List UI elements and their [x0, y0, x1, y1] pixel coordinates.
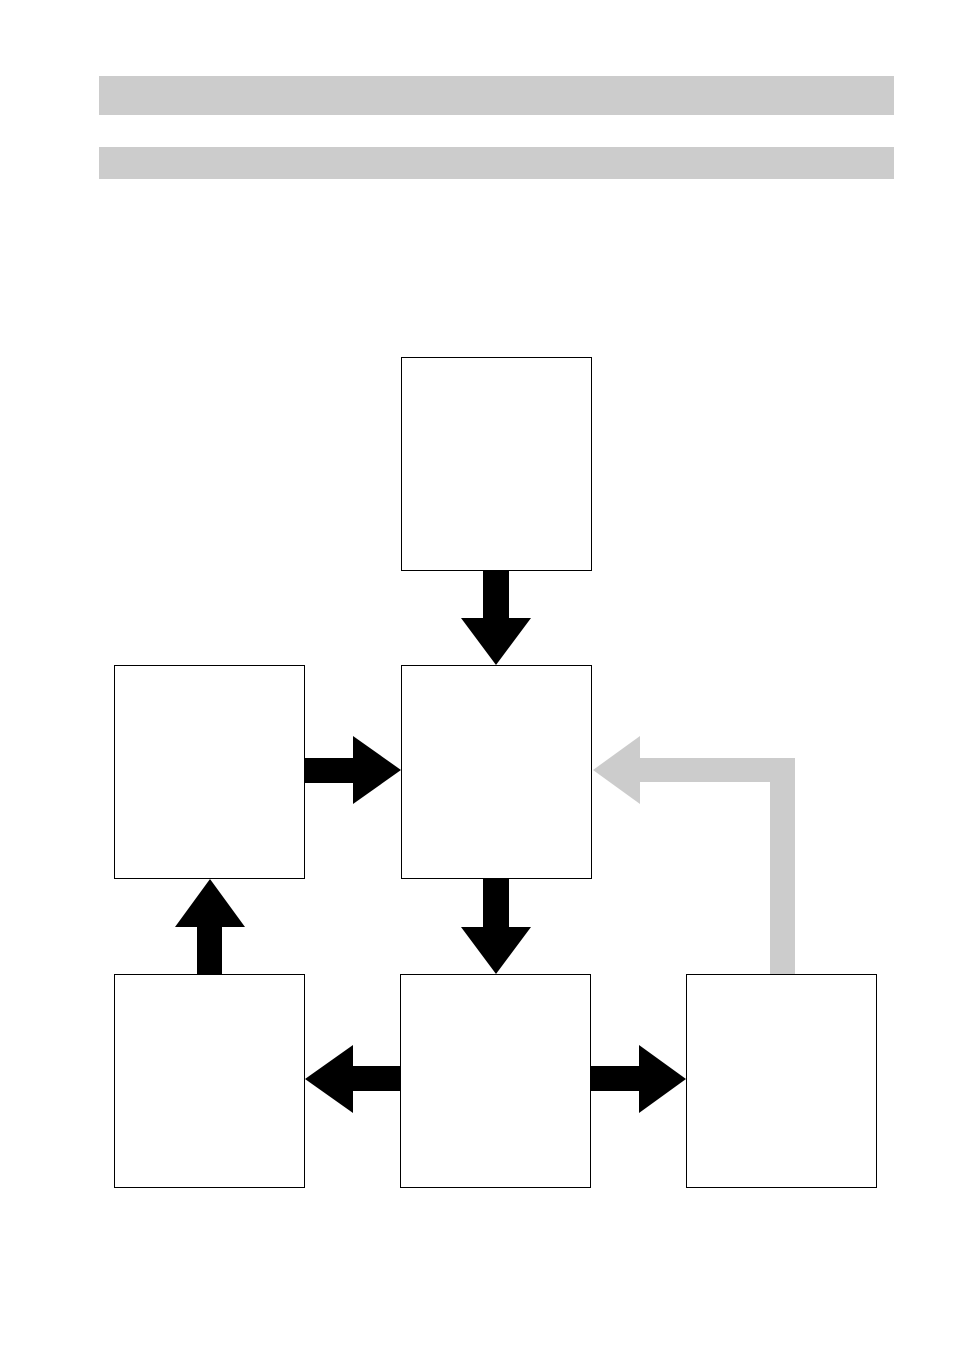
arrow-left-to-center	[305, 736, 401, 804]
arrow-top-to-center	[461, 571, 531, 665]
node-bottom-right	[686, 974, 877, 1188]
header-bar-primary	[99, 76, 894, 115]
node-top	[401, 357, 592, 571]
node-center	[401, 665, 592, 879]
arrow-bottom-right-to-center	[593, 736, 795, 974]
arrow-bottom-left-to-left	[175, 879, 245, 974]
arrow-bottom-center-to-bottom-right	[591, 1045, 686, 1113]
node-bottom-center	[400, 974, 591, 1188]
arrow-center-to-bottom-center	[461, 879, 531, 974]
header-bar-secondary	[99, 147, 894, 179]
arrow-bottom-center-to-bottom-left	[305, 1045, 400, 1113]
node-left	[114, 665, 305, 879]
node-bottom-left	[114, 974, 305, 1188]
